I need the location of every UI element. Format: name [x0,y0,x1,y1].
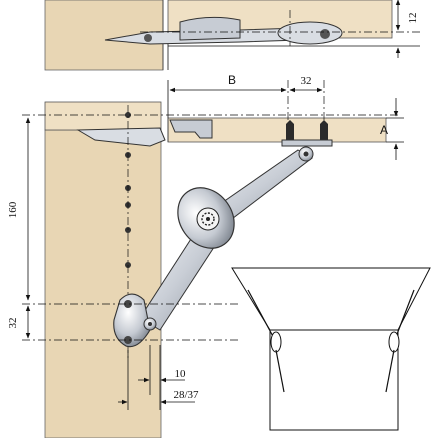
inset-left-pivot [270,331,282,353]
side-view: 160 32 B 32 A 10 28/37 [7,73,404,438]
cabinet-side-panel [44,129,162,438]
dim-screw-spacing: 32 [301,75,312,87]
hinge-plate [76,127,166,147]
top-mechanism [179,16,241,41]
screw-icon [144,34,152,42]
cabinet-top-board [44,101,162,131]
screw-holes [125,112,131,268]
hinge-cup [169,119,213,139]
dim-panel-offset: A [380,123,388,137]
gear-icon[interactable] [196,207,220,231]
bottom-mount-plate [113,293,151,348]
dim-vertical-height: 160 [7,201,19,218]
inset-funnel [231,267,431,331]
inset-box [269,329,399,431]
lid-mount-plate [281,139,333,147]
top-mount-plate [277,21,343,45]
screw-icon [124,300,132,308]
screw-icon [320,29,330,39]
screw-icon [286,120,328,142]
dim-top-gap: 12 [407,13,419,24]
inset-schematic [231,267,431,431]
screw-icon [124,336,132,344]
dim-vertical-spacing: 32 [7,318,19,329]
top-view: 12 [44,0,420,71]
dim-side-range: 28/37 [173,389,199,401]
dim-side-offset: 10 [175,368,187,380]
dim-hinge-distance: B [228,73,236,87]
inset-right-pivot [388,331,400,353]
